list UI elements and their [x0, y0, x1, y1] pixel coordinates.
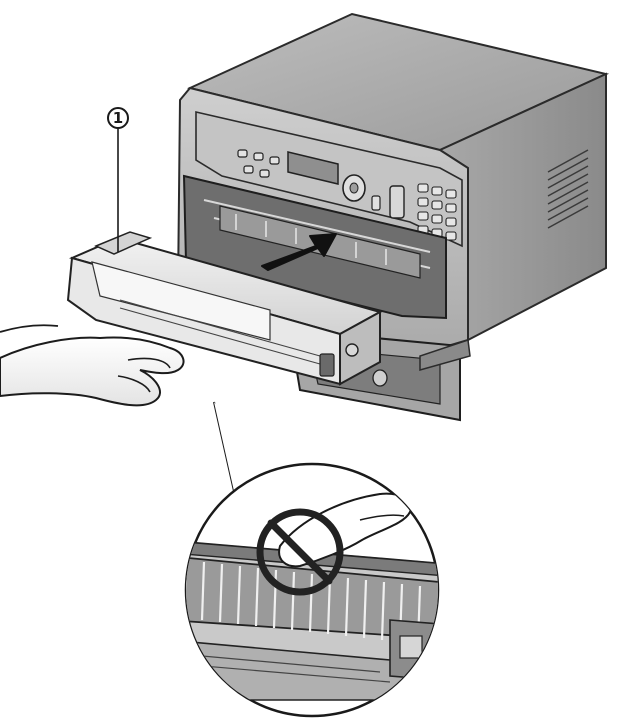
side-vent — [547, 149, 589, 229]
callout-1-label: 1 — [113, 109, 123, 127]
insert-arrow-icon — [261, 233, 337, 271]
start-button — [371, 195, 381, 211]
toner-cartridge — [66, 231, 383, 386]
lcd-display — [287, 151, 339, 185]
drum-surface — [186, 555, 438, 641]
stop-button — [389, 185, 405, 219]
toner-end-cap — [339, 310, 381, 386]
finger — [278, 492, 412, 568]
magnified-detail — [184, 462, 440, 718]
panel-buttons — [237, 149, 280, 178]
hand-icon — [0, 324, 185, 407]
callout-1: 1 — [107, 107, 129, 252]
prohibition-icon — [256, 508, 344, 596]
